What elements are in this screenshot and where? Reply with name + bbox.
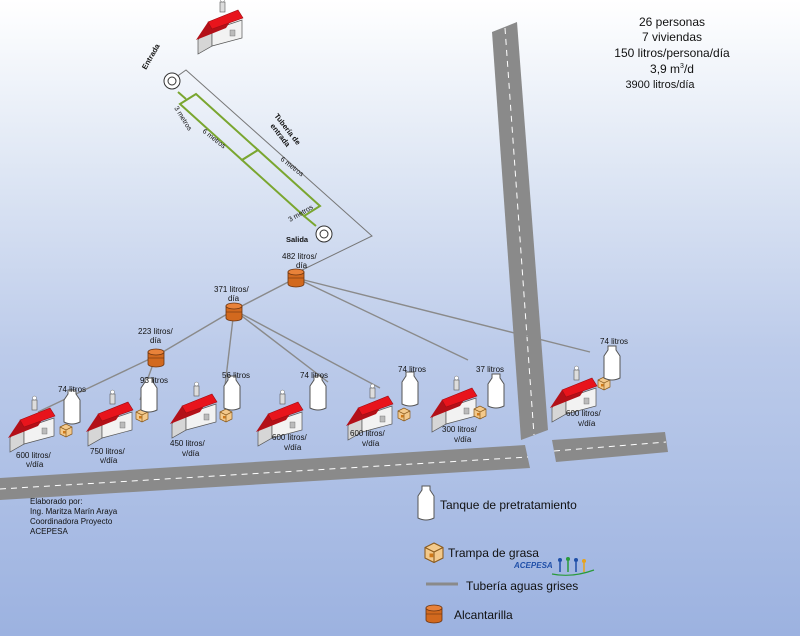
- house-1-flow-2: v/día: [26, 460, 44, 469]
- credits-line-3: Coordinadora Proyecto: [30, 517, 113, 526]
- manhole-3-flow-2: día: [150, 336, 162, 345]
- manholes: 482 litros/ día 371 litros/ día 223 litr…: [138, 252, 317, 368]
- legend-trampa-label: Trampa de grasa: [448, 546, 539, 560]
- house-3-flow-1: 450 litros/: [170, 439, 205, 448]
- legend-tanque-label: Tanque de pretratamiento: [440, 498, 577, 512]
- house-4-flow-2: v/día: [284, 443, 302, 452]
- manhole-3-flow-1: 223 litros/: [138, 327, 173, 336]
- dim-3m-top: 3 metros: [172, 105, 193, 132]
- house-6-flow-1: 300 litros/: [442, 425, 477, 434]
- house-7-tank: 74 litros: [600, 337, 628, 346]
- credits-line-2: Ing. Maritza Marín Araya: [30, 507, 118, 516]
- entrada-label: Entrada: [140, 42, 162, 71]
- summary-block: 26 personas 7 viviendas 150 litros/perso…: [614, 15, 730, 91]
- house-1-tank: 74 litros: [58, 385, 86, 394]
- manhole-2-flow-2: día: [228, 294, 240, 303]
- house-3-flow-2: v/día: [182, 449, 200, 458]
- house-6: 37 litros 300 litros/ v/día: [429, 365, 505, 444]
- manhole-1: 482 litros/ día: [282, 252, 317, 288]
- wetland-cells: Entrada Salida Tubería de entrada 3 metr…: [140, 42, 333, 244]
- legend-tuberia-label: Tubería aguas grises: [466, 579, 578, 593]
- house-1-flow-1: 600 litros/: [16, 451, 51, 460]
- house-2: 93 litros 750 litros/ v/día: [85, 376, 168, 465]
- house-6-flow-2: v/día: [454, 435, 472, 444]
- house-4-tank: 74 litros: [300, 371, 328, 380]
- legend-tanque: Tanque de pretratamiento: [417, 485, 577, 521]
- manhole-2-flow-1: 371 litros/: [214, 285, 249, 294]
- road-vertical: [492, 22, 548, 440]
- legend-alcantarilla: Alcantarilla: [425, 604, 513, 624]
- house-1: 74 litros 600 litros/ v/día: [7, 385, 86, 469]
- manhole-1-flow-1: 482 litros/: [282, 252, 317, 261]
- logo-text: ACEPESA: [513, 561, 553, 570]
- house-5-tank: 74 litros: [398, 365, 426, 374]
- manhole-3: 223 litros/ día: [138, 327, 173, 368]
- house-4-flow-1: 600 litros/: [272, 433, 307, 442]
- logo-figures-icon: [551, 557, 595, 576]
- houses: 74 litros 600 litros/ v/día 93 litros 75…: [7, 337, 628, 469]
- inlet-pipe: [171, 69, 373, 273]
- house-7-flow-2: v/día: [578, 419, 596, 428]
- house-2-tank: 93 litros: [140, 376, 168, 385]
- legend-alcantarilla-label: Alcantarilla: [454, 608, 513, 622]
- summary-caudal-litros: 3900 litros/día: [625, 79, 695, 91]
- house-3: 56 litros 450 litros/ v/día: [169, 371, 250, 458]
- inlet-valve: [163, 72, 181, 90]
- roads: [0, 22, 668, 500]
- legend-trampa: Trampa de grasa: [424, 542, 539, 564]
- house-5-flow-1: 600 litros/: [350, 429, 385, 438]
- credits: Elaborado por: Ing. Maritza Marín Araya …: [30, 497, 118, 536]
- house-7-flow-1: 600 litros/: [566, 409, 601, 418]
- house-2-flow-2: v/día: [100, 456, 118, 465]
- legend-tuberia: Tubería aguas grises: [426, 579, 578, 593]
- house-5-flow-2: v/día: [362, 439, 380, 448]
- manhole-2: 371 litros/ día: [214, 285, 249, 322]
- dim-6m-left: 6 metros: [201, 128, 227, 151]
- acepesa-logo: ACEPESA: [513, 557, 595, 576]
- house-2-flow-1: 750 litros/: [90, 447, 125, 456]
- outlet-valve: [315, 225, 333, 243]
- manhole-1-flow-2: día: [296, 261, 308, 270]
- legend: Tanque de pretratamiento Trampa de grasa…: [417, 485, 578, 624]
- summary-viviendas: 7 viviendas: [642, 30, 702, 44]
- house-5: 74 litros 600 litros/ v/día: [345, 365, 426, 448]
- dim-6m-right: 6 metros: [279, 156, 305, 179]
- salida-label: Salida: [286, 235, 309, 244]
- credits-line-1: Elaborado por:: [30, 497, 82, 506]
- summary-personas: 26 personas: [639, 15, 705, 29]
- house-6-tank: 37 litros: [476, 365, 504, 374]
- source-house: [195, 0, 244, 55]
- summary-consumo: 150 litros/persona/día: [614, 46, 730, 60]
- house-3-tank: 56 litros: [222, 371, 250, 380]
- house-7: 74 litros 600 litros/ v/día: [549, 337, 628, 428]
- summary-caudal-m3: 3,9 m3/d: [650, 62, 694, 76]
- house-4: 74 litros 600 litros/ v/día: [255, 371, 328, 452]
- credits-line-4: ACEPESA: [30, 527, 68, 536]
